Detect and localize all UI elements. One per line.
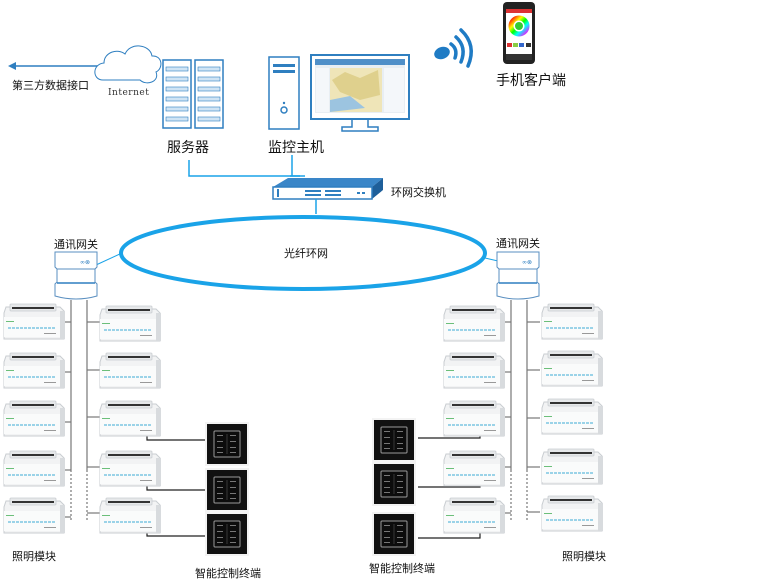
lighting-module-icon xyxy=(541,398,603,435)
lighting-module-icon xyxy=(99,450,161,487)
mobile-phone-icon xyxy=(503,2,535,64)
gateway-left-icon: ∞⊗ xyxy=(54,251,98,300)
smart-terminal-right-label: 智能控制终端 xyxy=(369,562,435,575)
svg-text:∞⊗: ∞⊗ xyxy=(522,259,532,266)
lighting-module-icon xyxy=(3,450,65,487)
lighting-module-icon xyxy=(541,448,603,485)
lighting-module-icon xyxy=(443,305,505,342)
lighting-module-icon xyxy=(443,450,505,487)
server-switch-link xyxy=(188,160,300,177)
smart-terminal-icon xyxy=(372,462,416,506)
lighting-module-icon xyxy=(3,497,65,534)
smart-terminal-icon xyxy=(205,512,249,556)
lighting-module-icon xyxy=(3,352,65,389)
monitor-host-icon xyxy=(268,54,410,132)
lighting-module-icon xyxy=(99,497,161,534)
lighting-module-left-label: 照明模块 xyxy=(12,550,56,563)
monitor-host-label: 监控主机 xyxy=(268,140,324,156)
lighting-module-icon xyxy=(99,352,161,389)
lighting-module-icon xyxy=(541,303,603,340)
ring-switch-label: 环网交换机 xyxy=(391,186,446,199)
svg-text:∞⊗: ∞⊗ xyxy=(80,259,90,266)
lighting-module-icon xyxy=(541,495,603,532)
third-party-arrow xyxy=(8,62,100,70)
fiber-ring-label: 光纤环网 xyxy=(284,247,328,260)
internet-label: Internet xyxy=(108,88,150,98)
smart-terminal-icon xyxy=(205,468,249,512)
ring-switch-icon xyxy=(272,178,383,200)
internet-cloud-icon xyxy=(94,45,162,84)
mobile-client-label: 手机客户端 xyxy=(496,73,566,89)
smart-terminal-left-label: 智能控制终端 xyxy=(195,567,261,580)
server-icon xyxy=(162,59,224,129)
third-party-interface-label: 第三方数据接口 xyxy=(12,79,89,92)
lighting-module-icon xyxy=(443,400,505,437)
gateway-left-label: 通讯网关 xyxy=(54,238,98,251)
lighting-module-icon xyxy=(443,352,505,389)
gateway-right-icon: ∞⊗ xyxy=(496,251,540,300)
smart-terminal-icon xyxy=(372,418,416,462)
lighting-module-icon xyxy=(3,303,65,340)
lighting-module-icon xyxy=(99,400,161,437)
wifi-icon xyxy=(434,28,473,68)
server-label: 服务器 xyxy=(167,140,209,156)
gateway-right-label: 通讯网关 xyxy=(496,237,540,250)
lighting-module-right-label: 照明模块 xyxy=(562,550,606,563)
bus-lines-right xyxy=(503,300,540,520)
bus-lines-left xyxy=(63,300,100,520)
lighting-module-icon xyxy=(3,400,65,437)
lighting-module-icon xyxy=(443,497,505,534)
lighting-module-icon xyxy=(541,350,603,387)
lighting-module-icon xyxy=(99,305,161,342)
smart-terminal-icon xyxy=(372,512,416,556)
smart-terminal-icon xyxy=(205,422,249,466)
